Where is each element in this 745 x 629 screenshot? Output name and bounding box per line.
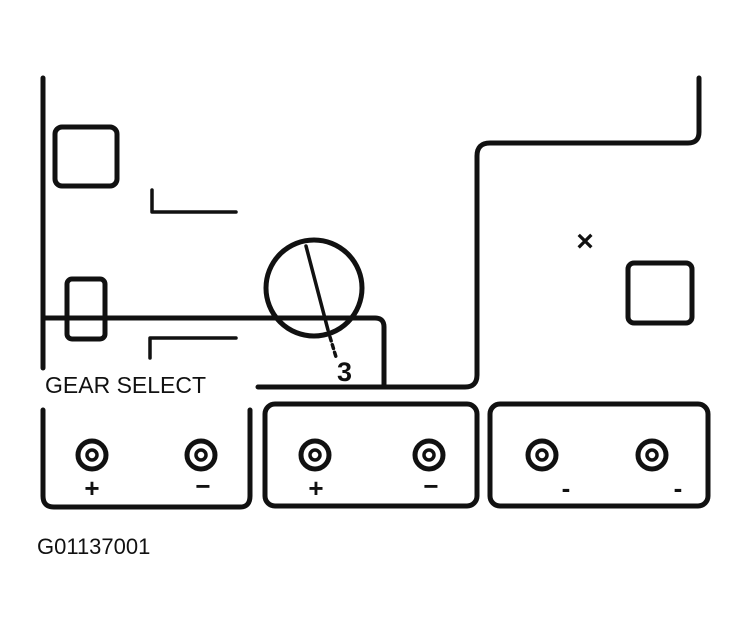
lower-left-pad (64, 276, 108, 342)
connector-3-housing (487, 401, 711, 509)
upper-left-pad (52, 124, 120, 189)
right-pad (625, 260, 695, 326)
terminal-sign: - (562, 473, 571, 503)
terminal-sign: + (308, 473, 323, 503)
terminal-sign: − (195, 471, 210, 501)
step-trace (255, 75, 702, 390)
terminal-sign: + (84, 473, 99, 503)
connector-2-housing (262, 401, 480, 509)
gear-select-label: GEAR SELECT (45, 372, 206, 398)
terminal-icon (75, 438, 109, 472)
callout-leader (328, 335, 338, 359)
figure-id: G01137001 (37, 534, 150, 559)
component-slash (304, 244, 330, 332)
upper-trace (150, 188, 238, 214)
circular-component (263, 237, 365, 339)
callout-number: 3 (337, 357, 352, 387)
horizontal-trace (40, 315, 387, 390)
terminal-icon (635, 438, 669, 472)
terminal-icon (184, 438, 218, 472)
x-mark-icon: × (576, 225, 594, 258)
terminal-sign: - (674, 473, 683, 503)
lower-trace (148, 336, 238, 360)
terminal-sign: − (423, 471, 438, 501)
terminal-icon (525, 438, 559, 472)
terminal-icon (298, 438, 332, 472)
terminal-icon (412, 438, 446, 472)
connector-1-housing (40, 407, 253, 510)
